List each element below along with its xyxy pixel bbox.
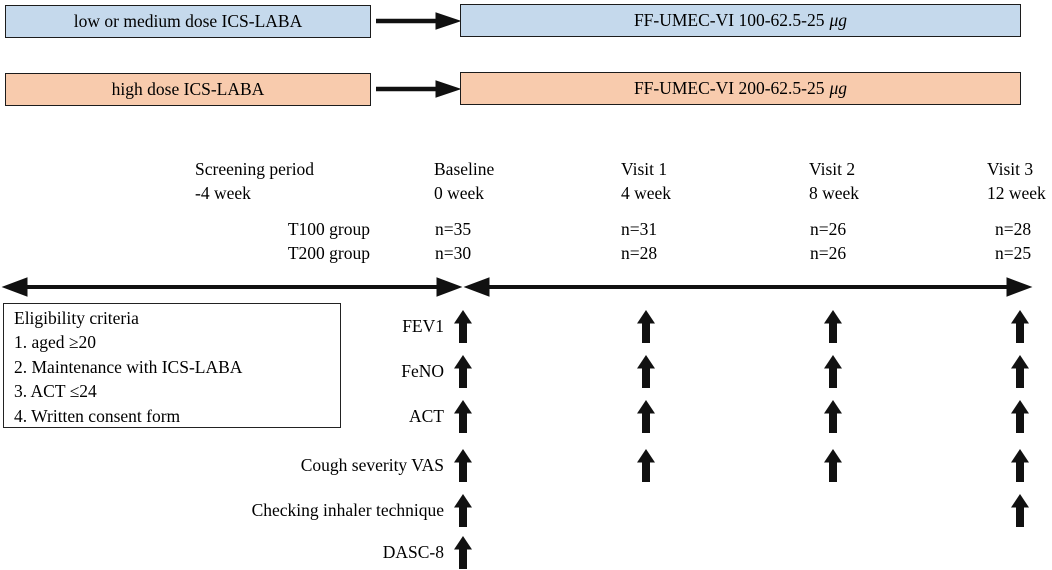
eligibility-item: 2. Maintenance with ICS-LABA bbox=[14, 356, 243, 377]
observation-label: FeNO bbox=[401, 361, 444, 381]
flow-arrow-icon bbox=[376, 80, 460, 98]
eligibility-item: 1. aged ≥20 bbox=[14, 332, 97, 353]
up-arrow-icon bbox=[1011, 400, 1029, 433]
timeline-title: Visit 3 bbox=[987, 159, 1034, 179]
observation-label: Checking inhaler technique bbox=[251, 500, 444, 520]
observation-label: DASC-8 bbox=[382, 542, 444, 562]
up-arrow-icon bbox=[637, 310, 655, 343]
observation-row-inhaler-technique: Checking inhaler technique bbox=[0, 494, 1052, 527]
group-count: n=25 bbox=[995, 243, 1032, 263]
observation-row-cough-vas: Cough severity VAS bbox=[0, 449, 1052, 482]
timeline-title: Visit 2 bbox=[809, 159, 856, 179]
observation-row-fev1: FEV1 bbox=[0, 310, 1052, 343]
dose-unit: μg bbox=[829, 78, 848, 98]
treatment-box-t200: FF-UMEC-VI 200-62.5-25 μg bbox=[460, 72, 1021, 105]
timeline-col-baseline: Baseline 0 week bbox=[434, 157, 494, 205]
observation-arrows bbox=[0, 310, 1052, 343]
observation-row-feno: FeNO bbox=[0, 355, 1052, 388]
observation-row-dasc8: DASC-8 bbox=[0, 536, 1052, 569]
observation-arrows bbox=[0, 400, 1052, 433]
screening-period-arrow-icon bbox=[1, 277, 463, 297]
group-count: n=28 bbox=[995, 219, 1032, 239]
observation-row-act: ACT bbox=[0, 400, 1052, 433]
observation-arrows bbox=[0, 355, 1052, 388]
group-label: T100 group bbox=[287, 219, 370, 239]
observation-label: Cough severity VAS bbox=[300, 455, 444, 475]
up-arrow-icon bbox=[454, 310, 472, 343]
group-count: n=30 bbox=[435, 243, 472, 263]
up-arrow-icon bbox=[454, 536, 472, 569]
up-arrow-icon bbox=[824, 355, 842, 388]
up-arrow-icon bbox=[824, 400, 842, 433]
treatment-box-t100: FF-UMEC-VI 100-62.5-25 μg bbox=[460, 4, 1021, 37]
timeline-col-visit2: Visit 2 8 week bbox=[809, 157, 859, 205]
timeline-subtitle: -4 week bbox=[195, 183, 251, 203]
timeline-col-screening: Screening period -4 week bbox=[195, 157, 314, 205]
treatment-label: FF-UMEC-VI 200-62.5-25 bbox=[633, 78, 825, 98]
eligibility-item: 3. ACT ≤24 bbox=[14, 381, 97, 402]
up-arrow-icon bbox=[824, 310, 842, 343]
up-arrow-icon bbox=[637, 449, 655, 482]
up-arrow-icon bbox=[1011, 494, 1029, 527]
up-arrow-icon bbox=[1011, 310, 1029, 343]
group-row-t200: T200 group n=30 n=28 n=26 n=25 bbox=[0, 241, 1052, 265]
timeline-subtitle: 8 week bbox=[809, 183, 860, 203]
treatment-label: FF-UMEC-VI 100-62.5-25 bbox=[633, 10, 825, 30]
timeline-title: Baseline bbox=[434, 159, 495, 179]
eligibility-title: Eligibility criteria bbox=[14, 308, 139, 328]
eligibility-item: 4. Written consent form bbox=[14, 405, 181, 426]
observation-label: FEV1 bbox=[402, 316, 444, 336]
up-arrow-icon bbox=[1011, 449, 1029, 482]
up-arrow-icon bbox=[454, 400, 472, 433]
pre-treatment-box-high: high dose ICS-LABA bbox=[5, 73, 371, 106]
observation-arrows bbox=[0, 494, 1052, 527]
timeline-col-visit1: Visit 1 4 week bbox=[621, 157, 671, 205]
group-count: n=28 bbox=[621, 243, 658, 263]
up-arrow-icon bbox=[454, 355, 472, 388]
group-label: T200 group bbox=[287, 243, 370, 263]
group-row-t100: T100 group n=35 n=31 n=26 n=28 bbox=[0, 217, 1052, 241]
up-arrow-icon bbox=[454, 449, 472, 482]
timeline-subtitle: 4 week bbox=[621, 183, 672, 203]
up-arrow-icon bbox=[637, 355, 655, 388]
group-count: n=26 bbox=[810, 243, 847, 263]
eligibility-criteria-box: Eligibility criteria 1. aged ≥20 2. Main… bbox=[3, 303, 341, 428]
group-count: n=26 bbox=[810, 219, 847, 239]
timeline-subtitle: 0 week bbox=[434, 183, 485, 203]
flow-arrow-icon bbox=[376, 12, 460, 30]
pre-treatment-label: high dose ICS-LABA bbox=[111, 79, 265, 99]
timeline-col-visit3: Visit 3 12 week bbox=[987, 157, 1046, 205]
up-arrow-icon bbox=[824, 449, 842, 482]
timeline-title: Visit 1 bbox=[621, 159, 668, 179]
up-arrow-icon bbox=[637, 400, 655, 433]
up-arrow-icon bbox=[454, 494, 472, 527]
up-arrow-icon bbox=[1011, 355, 1029, 388]
pre-treatment-label: low or medium dose ICS-LABA bbox=[73, 11, 303, 31]
pre-treatment-box-low-medium: low or medium dose ICS-LABA bbox=[5, 5, 371, 38]
period-arrows bbox=[1, 277, 1033, 297]
dose-unit: μg bbox=[829, 10, 848, 30]
treatment-period-arrow-icon bbox=[463, 277, 1033, 297]
observation-arrows bbox=[0, 449, 1052, 482]
timeline-title: Screening period bbox=[195, 159, 315, 179]
observation-arrows bbox=[0, 536, 1052, 569]
group-count: n=31 bbox=[621, 219, 658, 239]
observation-label: ACT bbox=[409, 406, 444, 426]
timeline-subtitle: 12 week bbox=[987, 183, 1046, 203]
group-count: n=35 bbox=[435, 219, 472, 239]
